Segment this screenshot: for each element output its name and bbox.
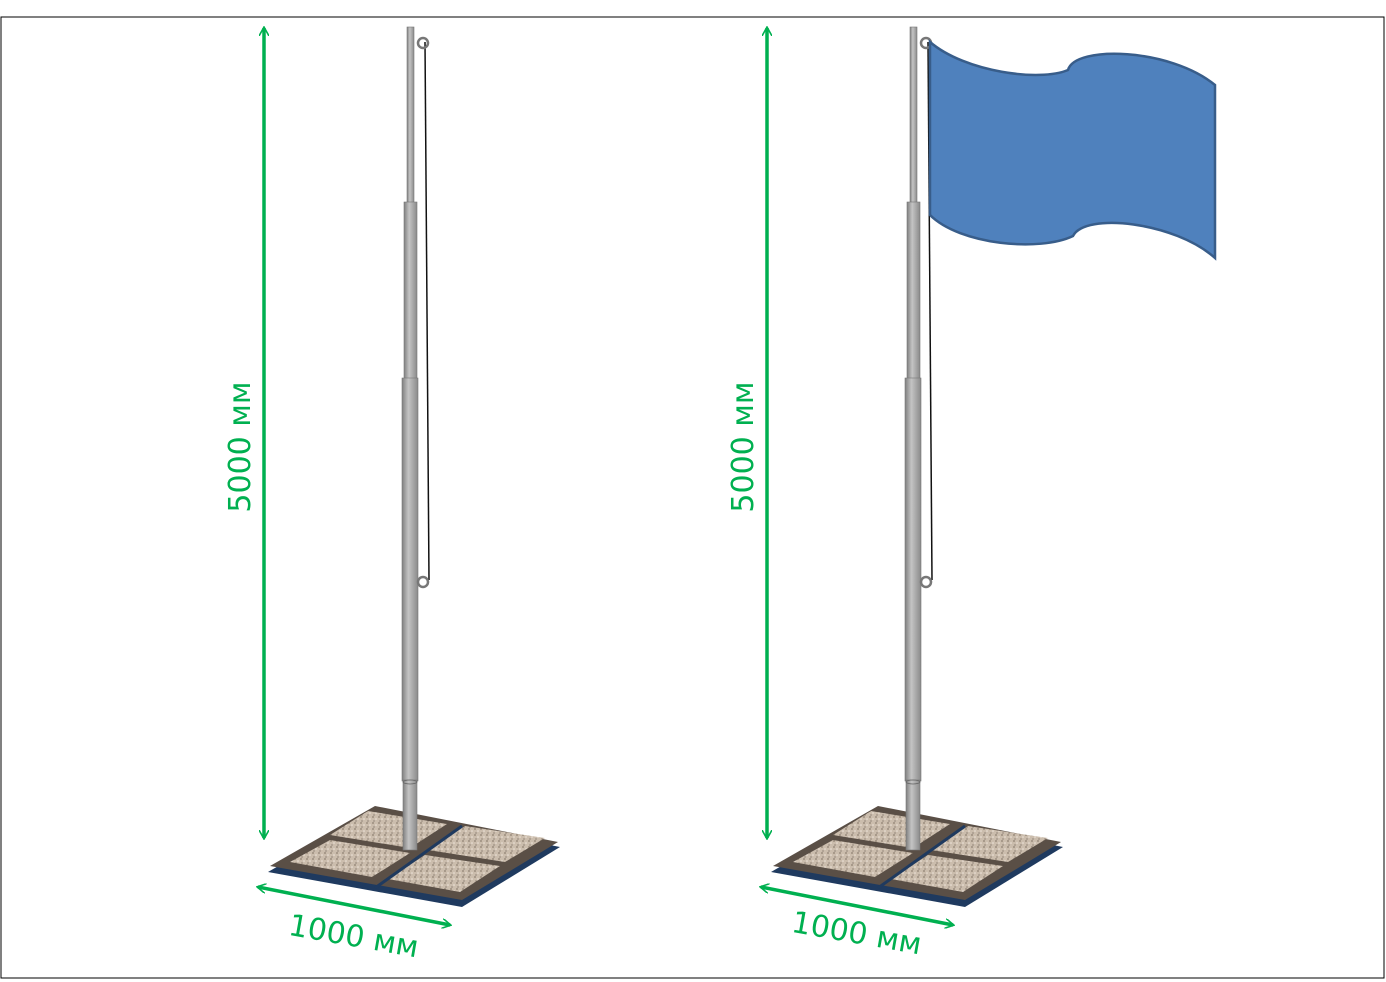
frame-border: [0, 16, 1385, 979]
blue-flag: [928, 39, 1217, 261]
figure-with-flag: 5000 мм 1000 мм: [726, 27, 1217, 962]
height-label: 5000 мм: [223, 381, 258, 512]
height-label: 5000 мм: [726, 381, 761, 512]
figure-without-flag: 5000 мм 1000 мм: [223, 27, 560, 965]
